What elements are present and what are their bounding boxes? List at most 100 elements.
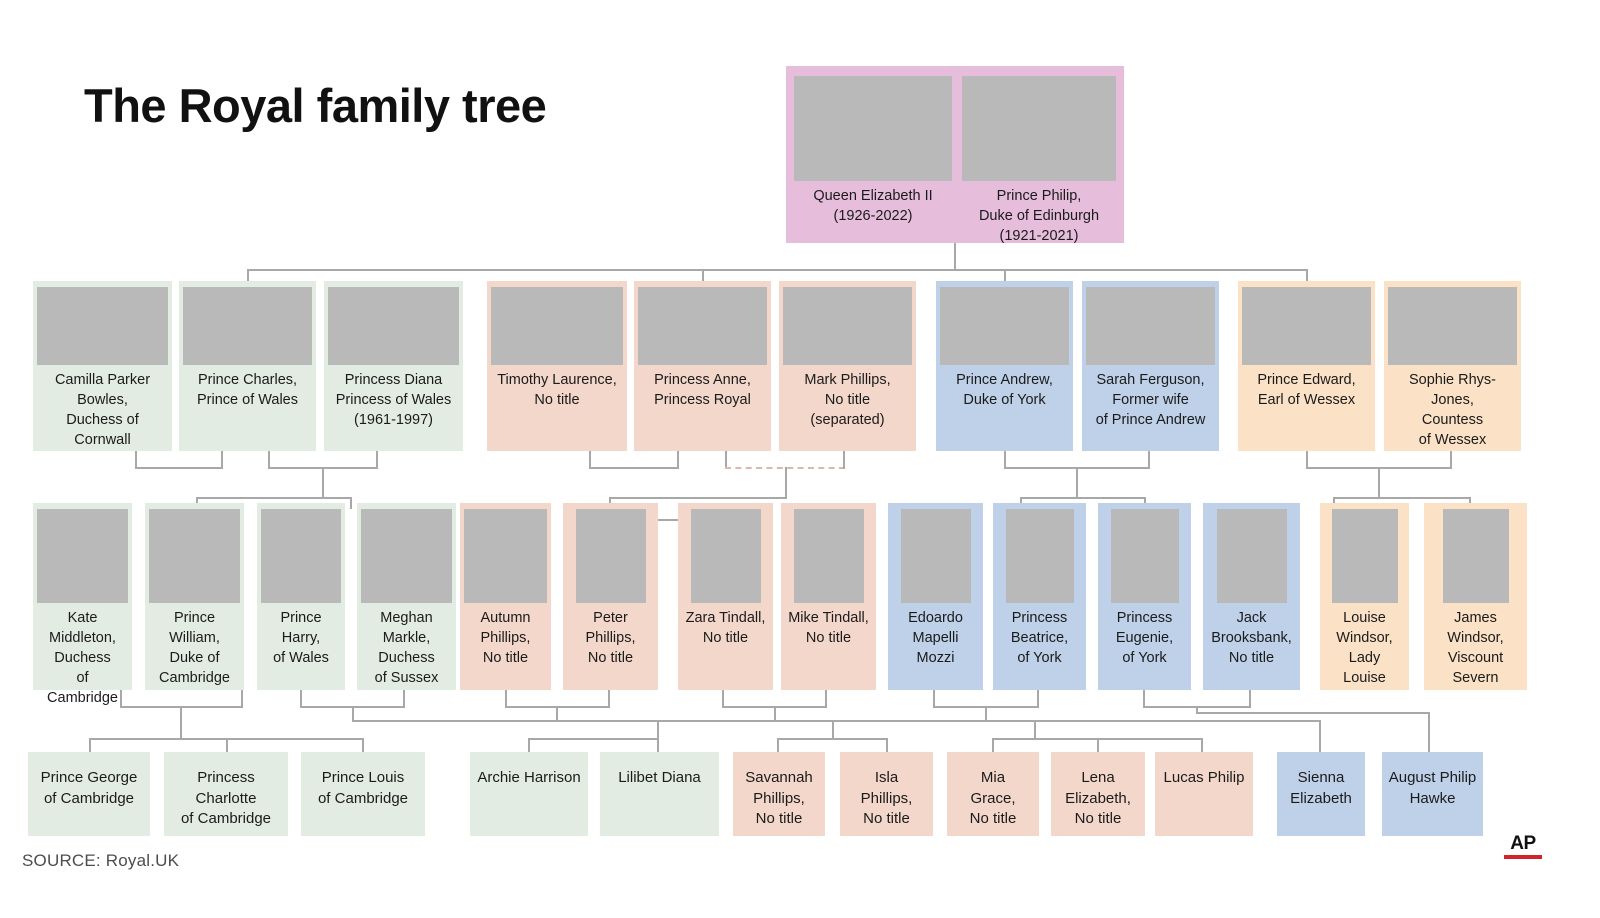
person-caption: Princess Eugenie, of York bbox=[1115, 610, 1174, 666]
person-card-camilla-parker-bowles[interactable]: Camilla Parker Bowles, Duchess of Cornwa… bbox=[33, 281, 172, 451]
connector-william-down bbox=[241, 690, 243, 708]
person-caption: James Windsor, Viscount Severn bbox=[1447, 610, 1504, 686]
person-card-sarah-ferguson[interactable]: Sarah Ferguson, Former wife of Prince An… bbox=[1082, 281, 1219, 451]
connector-harry-down bbox=[300, 690, 302, 708]
connector-anne-down-left bbox=[677, 451, 679, 469]
connector-camilla-down bbox=[135, 451, 137, 469]
person-card-princess-beatrice[interactable]: Princess Beatrice, of York bbox=[993, 503, 1086, 690]
ap-logo-bar bbox=[1504, 855, 1542, 859]
person-caption: Princess Anne, Princess Royal bbox=[654, 372, 751, 408]
connector-mark-down bbox=[843, 451, 845, 469]
person-card-savannah-phillips[interactable]: Savannah Phillips, No title bbox=[733, 752, 825, 836]
person-card-lucas-philip[interactable]: Lucas Philip bbox=[1155, 752, 1253, 836]
person-caption: Camilla Parker Bowles, Duchess of Cornwa… bbox=[54, 372, 151, 448]
connector-timothy-down bbox=[589, 451, 591, 469]
portrait-photo bbox=[37, 509, 128, 603]
connector-tindall-stem bbox=[774, 706, 776, 722]
portrait-photo bbox=[900, 509, 971, 603]
connector-gen2-bus bbox=[247, 269, 1308, 271]
portrait-photo bbox=[1216, 509, 1287, 603]
person-card-zara-tindall[interactable]: Zara Tindall, No title bbox=[678, 503, 773, 690]
person-card-princess-diana[interactable]: Princess Diana Princess of Wales (1961-1… bbox=[324, 281, 463, 451]
connector-timothy-anne bbox=[589, 467, 679, 469]
connector-eugenie-down bbox=[1143, 690, 1145, 708]
person-card-kate-middleton[interactable]: Kate Middleton, Duchess of Cambridge bbox=[33, 503, 132, 706]
person-card-prince-andrew[interactable]: Prince Andrew, Duke of York bbox=[936, 281, 1073, 451]
person-card-queen-elizabeth-ii[interactable]: Queen Elizabeth II (1926-2022) bbox=[790, 70, 956, 239]
person-card-jack-brooksbank[interactable]: Jack Brooksbank, No title bbox=[1203, 503, 1300, 690]
person-caption: Louise Windsor, Lady Louise bbox=[1336, 610, 1393, 686]
person-card-isla-phillips[interactable]: Isla Phillips, No title bbox=[840, 752, 933, 836]
person-card-mark-phillips[interactable]: Mark Phillips, No title (separated) bbox=[779, 281, 916, 451]
person-caption: Kate Middleton, Duchess of Cambridge bbox=[47, 610, 118, 706]
connector-tindall-run bbox=[774, 720, 1036, 722]
person-card-princess-charlotte[interactable]: Princess Charlotte of Cambridge bbox=[164, 752, 288, 836]
person-caption: Sienna Elizabeth bbox=[1290, 769, 1352, 807]
connector-sienna-run bbox=[985, 720, 1321, 722]
person-card-lilibet-diana[interactable]: Lilibet Diana bbox=[600, 752, 719, 836]
person-caption: August Philip Hawke bbox=[1388, 769, 1477, 807]
portrait-photo bbox=[575, 509, 646, 603]
connector-beatrice-stem bbox=[985, 706, 987, 722]
connector-wessex-children-bus bbox=[1333, 497, 1471, 499]
person-caption: Edoardo Mapelli Mozzi bbox=[908, 610, 963, 666]
connector-to-sienna bbox=[1319, 720, 1321, 752]
person-caption: Meghan Markle, Duchess of Sussex bbox=[374, 610, 439, 686]
connector-edward-down bbox=[1306, 451, 1308, 469]
portrait-photo bbox=[37, 287, 168, 365]
person-card-archie-harrison[interactable]: Archie Harrison bbox=[470, 752, 588, 836]
connector-eugenie-stem bbox=[1196, 706, 1198, 714]
connector-autumn-down bbox=[505, 690, 507, 708]
portrait-photo bbox=[328, 287, 459, 365]
person-caption: Princess Beatrice, of York bbox=[1010, 610, 1069, 666]
person-card-edoardo-mapelli-mozzi[interactable]: Edoardo Mapelli Mozzi bbox=[888, 503, 983, 690]
person-card-meghan-markle[interactable]: Meghan Markle, Duchess of Sussex bbox=[357, 503, 456, 690]
connector-sophie-down bbox=[1450, 451, 1452, 469]
person-card-james-windsor[interactable]: James Windsor, Viscount Severn bbox=[1424, 503, 1527, 690]
person-card-mia-grace[interactable]: Mia Grace, No title bbox=[947, 752, 1039, 836]
portrait-photo bbox=[183, 287, 312, 365]
connector-charles-down-left bbox=[221, 451, 223, 469]
connector-phillips-stem bbox=[556, 706, 558, 722]
connector-sussex-run bbox=[352, 720, 659, 722]
person-card-prince-harry[interactable]: Prince Harry, of Wales bbox=[257, 503, 345, 690]
person-card-august-philip-hawke[interactable]: August Philip Hawke bbox=[1382, 752, 1483, 836]
person-card-peter-phillips[interactable]: Peter Phillips, No title bbox=[563, 503, 658, 690]
connector-cambridge-stem bbox=[180, 706, 182, 740]
person-caption: Mark Phillips, No title (separated) bbox=[804, 372, 891, 428]
portrait-photo bbox=[638, 287, 767, 365]
connector-anne-mark-stem bbox=[785, 467, 787, 499]
person-caption: Princess Diana Princess of Wales (1961-1… bbox=[335, 372, 452, 428]
person-caption: Princess Charlotte of Cambridge bbox=[180, 769, 272, 828]
connector-andrew-down bbox=[1004, 451, 1006, 469]
connector-charles-diana-stem bbox=[322, 467, 324, 499]
connector-beatrice-down bbox=[1037, 690, 1039, 708]
person-caption: Isla Phillips, No title bbox=[860, 769, 913, 828]
person-caption: Mia Grace, No title bbox=[969, 769, 1017, 828]
connector-phillips-drop bbox=[832, 720, 834, 738]
person-card-timothy-laurence[interactable]: Timothy Laurence, No title bbox=[487, 281, 627, 451]
portrait-photo bbox=[1086, 287, 1215, 365]
person-card-mike-tindall[interactable]: Mike Tindall, No title bbox=[781, 503, 876, 690]
connector-york-children-bus bbox=[1020, 497, 1146, 499]
person-card-louise-windsor[interactable]: Louise Windsor, Lady Louise bbox=[1320, 503, 1409, 690]
person-caption: Archie Harrison bbox=[477, 769, 581, 786]
person-card-prince-charles[interactable]: Prince Charles, Prince of Wales bbox=[179, 281, 316, 451]
person-card-sophie-rhys-jones[interactable]: Sophie Rhys-Jones, Countess of Wessex bbox=[1384, 281, 1521, 451]
connector-jack-down bbox=[1249, 690, 1251, 708]
person-card-princess-eugenie[interactable]: Princess Eugenie, of York bbox=[1098, 503, 1191, 690]
person-card-lena-elizabeth[interactable]: Lena Elizabeth, No title bbox=[1051, 752, 1145, 836]
connector-to-mia bbox=[992, 738, 994, 752]
person-caption: Sarah Ferguson, Former wife of Prince An… bbox=[1095, 372, 1206, 428]
person-card-prince-william[interactable]: Prince William, Duke of Cambridge bbox=[145, 503, 244, 690]
person-card-prince-edward[interactable]: Prince Edward, Earl of Wessex bbox=[1238, 281, 1375, 451]
person-card-autumn-phillips[interactable]: Autumn Phillips, No title bbox=[460, 503, 551, 690]
connector-sussex-children-bus bbox=[528, 738, 659, 740]
connector-phillips-children-bus bbox=[777, 738, 888, 740]
person-card-prince-louis[interactable]: Prince Louis of Cambridge bbox=[301, 752, 425, 836]
person-caption: Jack Brooksbank, No title bbox=[1211, 610, 1292, 666]
person-card-prince-philip[interactable]: Prince Philip, Duke of Edinburgh (1921-2… bbox=[958, 70, 1120, 244]
person-card-princess-anne[interactable]: Princess Anne, Princess Royal bbox=[634, 281, 771, 451]
person-card-prince-george[interactable]: Prince George of Cambridge bbox=[28, 752, 150, 836]
person-card-sienna-elizabeth[interactable]: Sienna Elizabeth bbox=[1277, 752, 1365, 836]
